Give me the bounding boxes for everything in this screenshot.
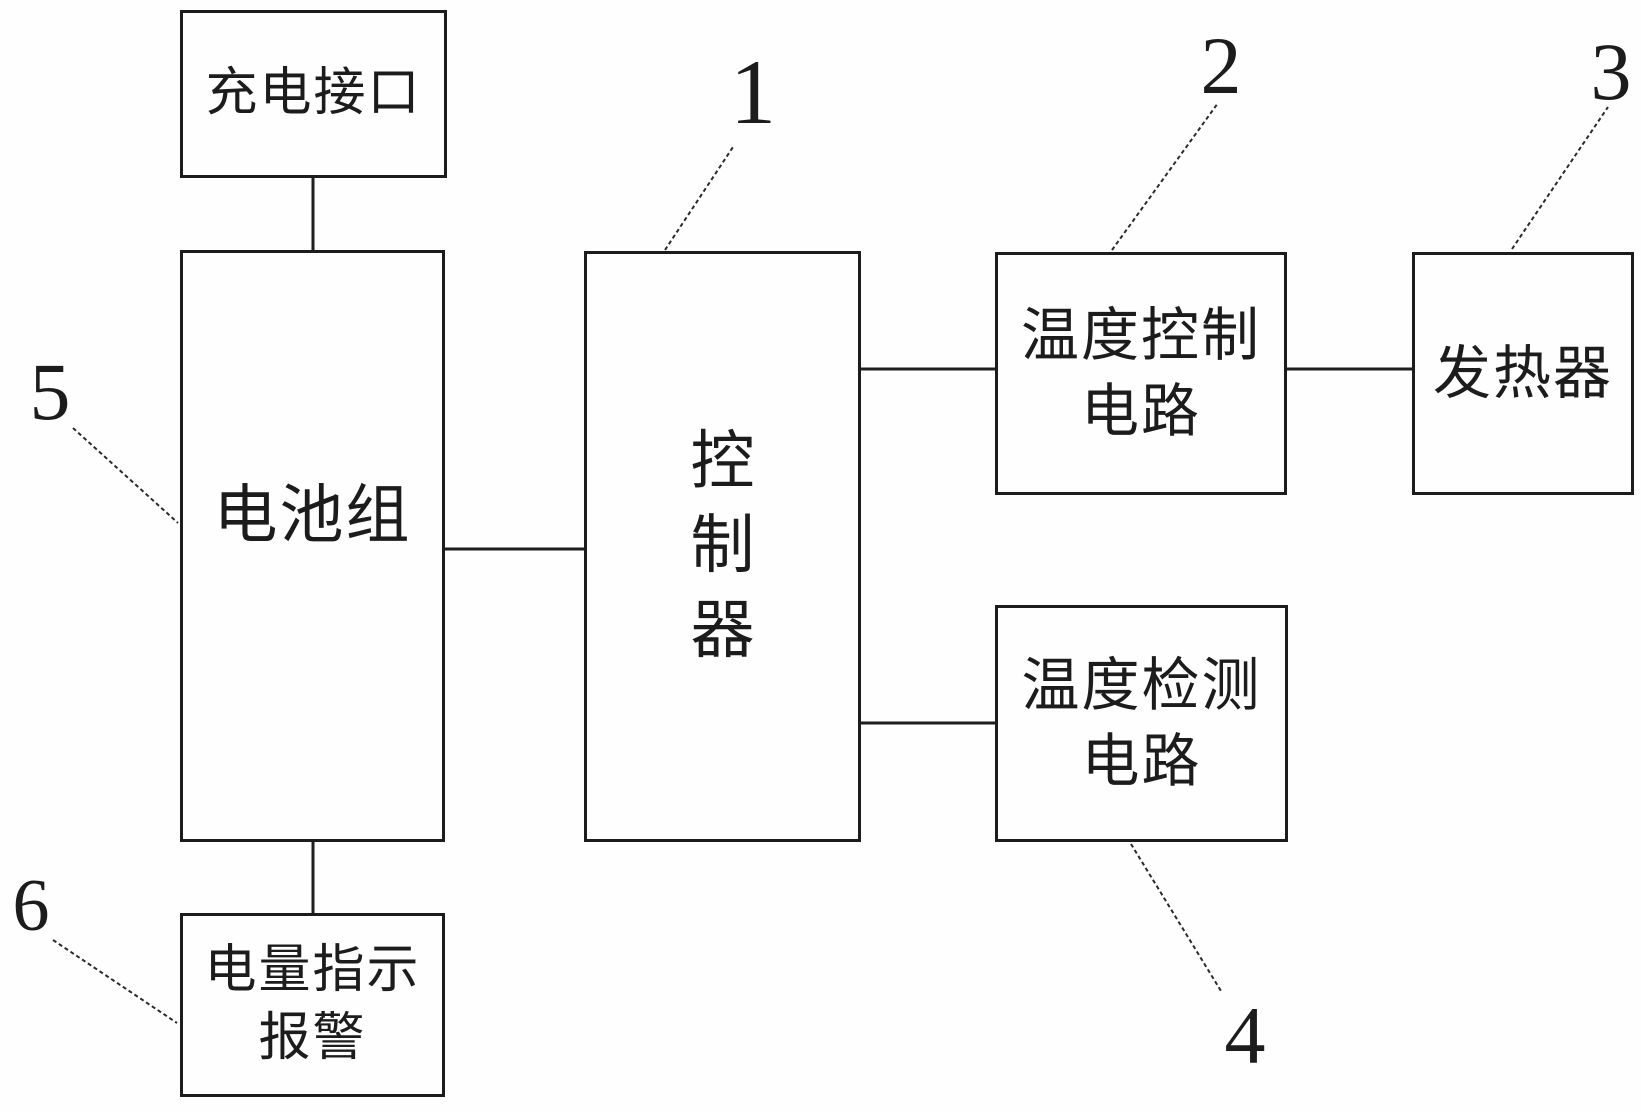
box-temp-detect-circuit: 温度检测 电路 (995, 605, 1288, 842)
charge-indicator-alarm-label-line2: 报警 (258, 1010, 367, 1067)
temp-detect-circuit-label-line1: 温度检测 (1021, 653, 1262, 719)
leader-line-2 (1111, 102, 1219, 251)
leader-line-5 (72, 427, 179, 524)
ref-numeral-1-controller: 1 (730, 41, 776, 143)
temp-control-circuit-label-line1: 温度控制 (1020, 303, 1261, 369)
box-temp-control-circuit: 温度控制 电路 (995, 252, 1287, 495)
ref-numeral-2-temp-control-circuit: 2 (1200, 20, 1242, 111)
box-heater: 发热器 (1412, 252, 1634, 495)
controller-label: 控制器 (690, 425, 755, 666)
ref-numeral-3-heater: 3 (1590, 26, 1632, 117)
battery-pack-label: 电池组 (213, 480, 412, 552)
temp-control-circuit-label: 温度控制 电路 (1021, 298, 1261, 449)
ref-numeral-4-temp-detect-circuit: 4 (1224, 990, 1266, 1081)
box-charging-port: 充电接口 (180, 10, 447, 178)
box-controller: 控制器 (584, 251, 861, 842)
charging-port-label: 充电接口 (205, 65, 422, 123)
box-battery-pack: 电池组 (180, 250, 445, 842)
temp-control-circuit-label-line2: 电路 (1080, 378, 1201, 444)
temp-detect-circuit-label-line2: 电路 (1081, 728, 1202, 794)
ref-numeral-5-battery-pack: 5 (29, 346, 71, 437)
box-charge-indicator-alarm: 电量指示 报警 (180, 913, 445, 1097)
leader-line-1 (664, 146, 734, 251)
heater-label: 发热器 (1432, 340, 1613, 406)
ref-numeral-6-charge-indicator-alarm: 6 (12, 865, 50, 947)
leader-line-6 (52, 939, 178, 1024)
charge-indicator-alarm-label-line1: 电量指示 (204, 942, 421, 1000)
temp-detect-circuit-label: 温度检测 电路 (1021, 648, 1261, 799)
leader-line-4 (1130, 843, 1222, 992)
leader-line-3 (1511, 106, 1609, 250)
charge-indicator-alarm-label: 电量指示 报警 (204, 937, 420, 1072)
